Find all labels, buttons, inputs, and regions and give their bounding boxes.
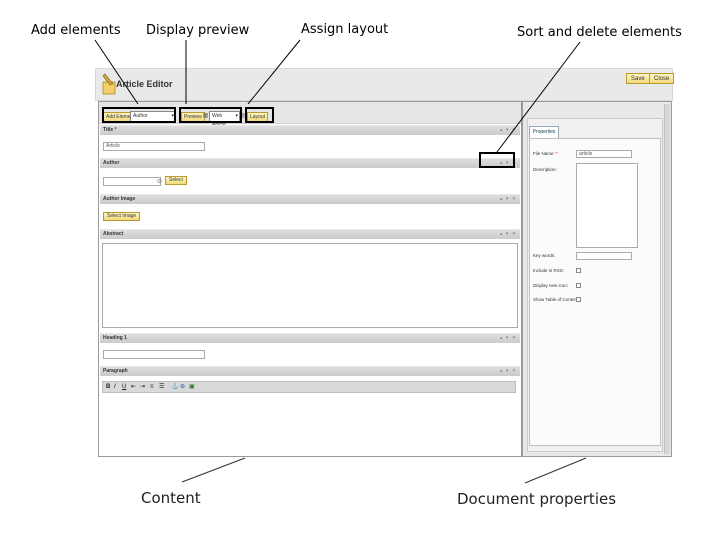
keywords-label: Key words: (533, 253, 556, 258)
tab-properties[interactable]: Properties (529, 126, 559, 138)
section-controls[interactable]: ▴ ▾ ✕ (500, 160, 517, 166)
required-mark: * (556, 151, 558, 156)
highlight-display-preview (179, 107, 242, 123)
content-panel: Add Element Author ▾ Preview ▦ Web Artic… (98, 101, 522, 457)
app-header: Article Editor Save Close (95, 68, 675, 101)
section-header-abstract: Abstract ▴ ▾ ✕ (100, 229, 520, 239)
file-name-field[interactable]: article (576, 150, 632, 158)
bold-icon[interactable]: B (106, 384, 111, 390)
section-label-author: Author (103, 160, 120, 166)
highlight-add-elements (102, 107, 176, 123)
section-header-author: Author ▴ ▾ ✕ (100, 158, 520, 168)
heading-field[interactable] (103, 350, 205, 359)
callout-display-preview: Display preview (146, 23, 250, 38)
indent-icon[interactable]: ⇥ (140, 384, 146, 390)
section-label-title: Title (103, 127, 114, 133)
callout-add-elements: Add elements (31, 23, 121, 38)
author-field[interactable] (103, 177, 161, 186)
new-icon-label: Display new icon: (533, 283, 569, 288)
highlight-assign-layout (245, 107, 274, 123)
section-label-abstract: Abstract (103, 231, 124, 237)
new-icon-checkbox[interactable] (576, 283, 581, 288)
outdent-icon[interactable]: ⇤ (131, 384, 137, 390)
bullet-list-icon[interactable]: ☰ (159, 384, 165, 390)
select-image-button[interactable]: Select Image (103, 212, 141, 221)
close-button[interactable]: Close (649, 73, 675, 84)
callout-document-properties: Document properties (457, 490, 617, 508)
section-controls[interactable]: ▴ ▾ ✕ (500, 196, 517, 202)
callout-sort-delete: Sort and delete elements (517, 25, 682, 40)
line-document-properties (524, 457, 587, 484)
toc-label: Show Table of Content: (533, 297, 580, 302)
section-controls[interactable]: ▴ ▾ ✕ (500, 368, 517, 374)
highlight-sort-delete (479, 152, 515, 168)
anchor-icon[interactable]: ⚓ (171, 384, 179, 390)
title-field[interactable]: Article (103, 142, 205, 151)
link-icon[interactable]: ⊕ (180, 384, 186, 390)
author-select-button[interactable]: Select (165, 176, 187, 185)
description-label: Description: (533, 167, 557, 172)
italic-icon[interactable]: I (114, 384, 116, 390)
include-rss-label: Include in RSS: (533, 268, 565, 273)
abstract-textarea[interactable] (102, 243, 518, 328)
include-rss-checkbox[interactable] (576, 268, 581, 273)
layout-icon: ▦ (202, 113, 209, 119)
callout-content: Content (141, 489, 201, 507)
toc-checkbox[interactable] (576, 297, 581, 302)
description-textarea[interactable] (576, 163, 638, 248)
paragraph-editor[interactable] (102, 394, 518, 454)
callout-assign-layout: Assign layout (301, 22, 389, 37)
section-header-author-image: Author Image ▴ ▾ ✕ (100, 194, 520, 204)
section-controls[interactable]: ▴ ▾ ✕ (500, 127, 517, 133)
save-button[interactable]: Save (626, 73, 650, 84)
properties-panel: Properties File Name: * article Descript… (522, 101, 672, 457)
chevron-down-icon: ▾ (171, 113, 174, 119)
file-name-label: File Name: (533, 151, 555, 156)
rich-text-toolbar: B I U ⇤ ⇥ ≡ ☰ ⚓ ⊕ ▣ (102, 381, 516, 393)
properties-scrollbar[interactable] (664, 104, 670, 454)
numbered-list-icon[interactable]: ≡ (150, 384, 154, 390)
required-mark: * (114, 127, 117, 133)
app-title: Article Editor (116, 79, 173, 89)
section-label-heading: Heading 1 (103, 335, 127, 341)
section-header-title: Title * ▴ ▾ ✕ (100, 125, 520, 135)
section-header-heading: Heading 1 ▴ ▾ ✕ (100, 333, 520, 343)
section-label-author-image: Author Image (103, 196, 136, 202)
section-label-paragraph: Paragraph (103, 368, 128, 374)
section-controls[interactable]: ▴ ▾ ✕ (500, 335, 517, 341)
section-header-paragraph: Paragraph ▴ ▾ ✕ (100, 366, 520, 376)
chevron-down-icon: ▾ (235, 113, 238, 119)
underline-icon[interactable]: U (122, 384, 127, 390)
element-type-value: Author (133, 113, 148, 119)
lookup-icon[interactable]: ⊙ (157, 179, 163, 185)
layout-assign-icon: ▤ (240, 113, 247, 119)
properties-form: File Name: * article Description: Key wo… (529, 138, 661, 446)
keywords-field[interactable] (576, 252, 632, 260)
insert-image-icon[interactable]: ▣ (189, 384, 195, 390)
section-controls[interactable]: ▴ ▾ ✕ (500, 231, 517, 237)
line-content (181, 457, 246, 483)
